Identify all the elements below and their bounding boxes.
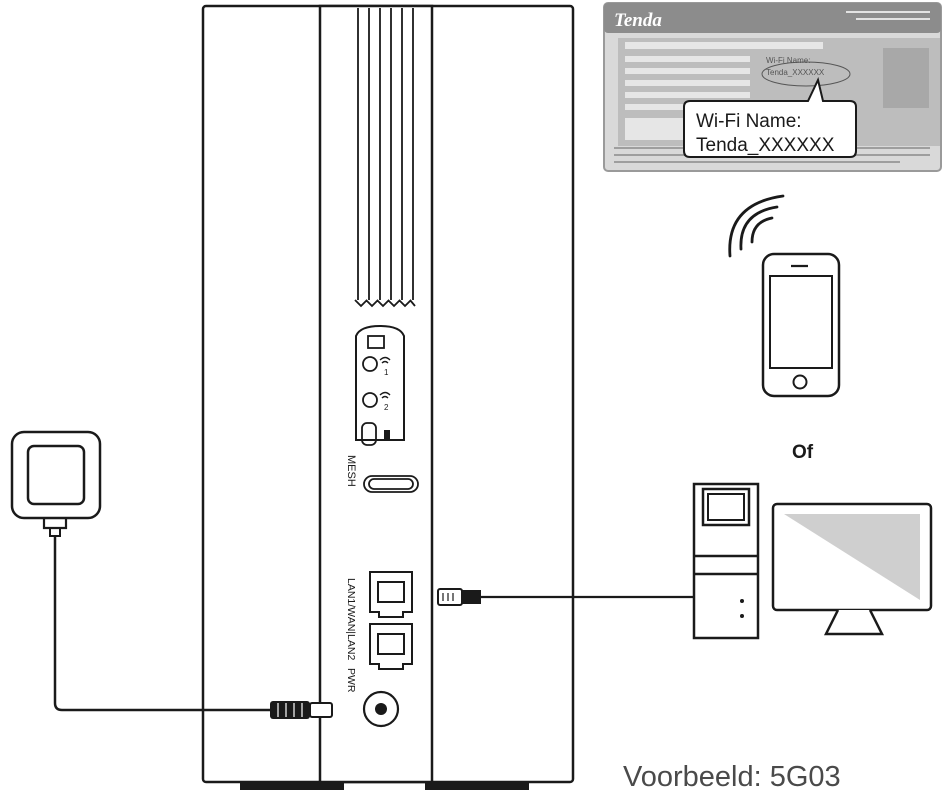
- power-adapter-icon: [10, 430, 102, 537]
- router-foot-right: [425, 782, 529, 790]
- callout-wifi-label: Wi-Fi Name:: [696, 111, 802, 132]
- usb-c-port: [361, 422, 377, 446]
- sticker-small-wifi-value: Tenda_XXXXXX: [766, 68, 825, 77]
- ethernet-plug-icon: [437, 588, 481, 606]
- mesh-button[interactable]: [363, 475, 419, 493]
- power-plug: [270, 701, 333, 719]
- router-foot-left: [240, 782, 344, 790]
- or-label: Of: [792, 442, 814, 463]
- router-rear-panel: [318, 4, 434, 784]
- wifi-symbol-1: [379, 356, 391, 364]
- lan2-port[interactable]: [369, 623, 413, 670]
- wifi-name-callout: Wi-Fi Name: Tenda_XXXXXX: [683, 77, 857, 158]
- lan1-wan-port[interactable]: [369, 571, 413, 618]
- smartphone-icon: [761, 252, 841, 398]
- wifi-button-2[interactable]: [362, 392, 378, 408]
- sticker-brand-logo: Tenda: [614, 10, 662, 31]
- wifi-button-1[interactable]: [362, 356, 378, 372]
- sticker-small-wifi-label: Wi-Fi Name:: [766, 56, 810, 65]
- button-panel: [355, 324, 405, 441]
- mesh-label: MESH: [345, 455, 357, 487]
- wifi-button-2-label: 2: [384, 403, 389, 412]
- power-jack[interactable]: [362, 690, 400, 728]
- computer-icon: [692, 482, 760, 640]
- led-indicator: [367, 335, 385, 349]
- monitor-icon: [771, 502, 933, 636]
- callout-wifi-value: Tenda_XXXXXX: [696, 135, 835, 156]
- usb-c-icon: [384, 430, 390, 440]
- wifi-signal-icon: [728, 194, 785, 258]
- example-caption: Voorbeeld: 5G03: [623, 761, 841, 793]
- power-jack-inner: [375, 703, 387, 715]
- antenna-slots: [354, 8, 416, 308]
- wifi-button-1-label: 1: [384, 368, 389, 377]
- pwr-label: PWR: [345, 668, 357, 693]
- wifi-symbol-2: [379, 391, 391, 399]
- port-label: LAN1/WAN|LAN2: [345, 578, 357, 660]
- power-cable: [53, 536, 272, 712]
